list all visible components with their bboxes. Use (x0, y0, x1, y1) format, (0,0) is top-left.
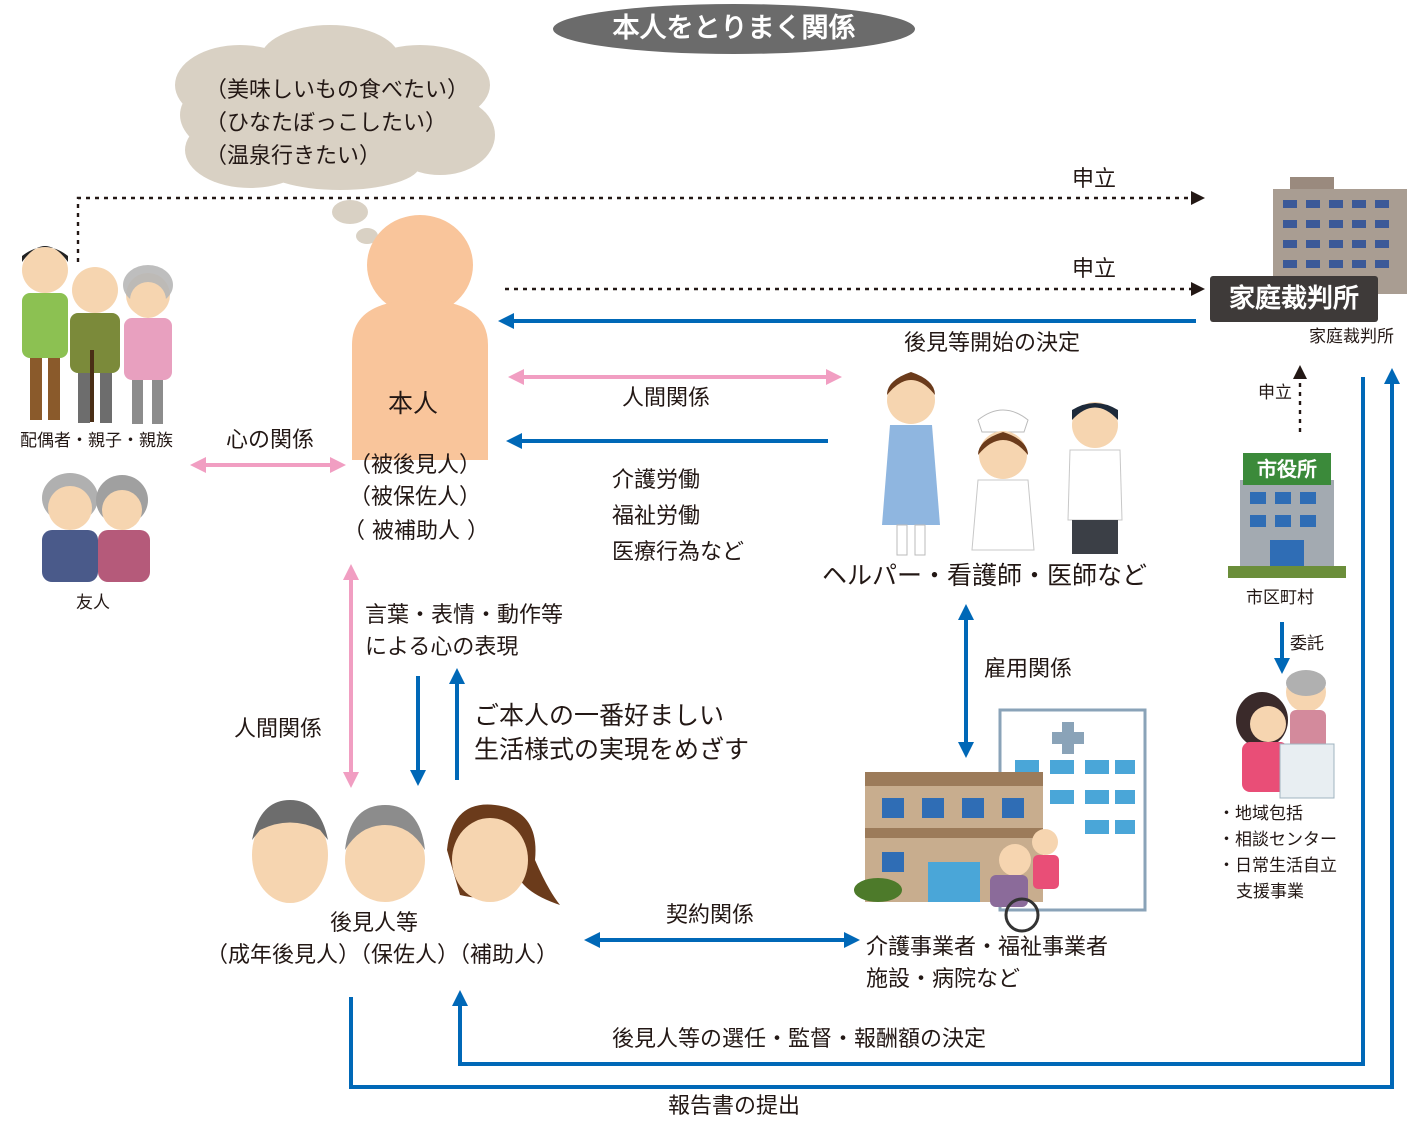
petition-label-city: 申立 (1258, 383, 1292, 403)
care-label-line1: 介護労働 (612, 468, 701, 493)
person-role-assistance: （ 被補助人 ） (343, 519, 489, 544)
guardians-illustration (252, 800, 560, 905)
city-hall-building (1228, 480, 1346, 578)
thought-bubble-text: （美味しいもの食べたい） （ひなたぼっこしたい） （温泉行きたい） (205, 74, 469, 173)
providers-label-line1: 介護事業者・福祉事業者 (866, 935, 1109, 960)
person-label: 本人 (388, 389, 439, 418)
guardians-roles: （成年後見人）（保佐人）（補助人） (206, 943, 559, 968)
center-line2: ・相談センター (1218, 830, 1337, 850)
thought-cloud (175, 25, 495, 244)
employment-label: 雇用関係 (984, 657, 1073, 682)
heart-relation-label: 心の関係 (226, 428, 315, 453)
human-relation-label-left: 人間関係 (234, 717, 323, 742)
goal-label-line2: 生活様式の実現をめざす (474, 735, 750, 764)
petition-label-top: 申立 (1072, 167, 1117, 192)
guardians-label: 後見人等 (330, 911, 419, 936)
consultation-illustration (1236, 670, 1335, 799)
human-relation-label-right: 人間関係 (622, 386, 711, 411)
city-hall-sign: 市役所 (1243, 453, 1331, 485)
thought-line: （ひなたぼっこしたい） (205, 111, 448, 136)
friends-illustration (42, 473, 150, 582)
person-role-curatorship: （被保佐人） (349, 485, 482, 510)
report-arrow (349, 368, 1400, 1089)
center-line4: 支援事業 (1236, 882, 1304, 902)
city-label: 市区町村 (1246, 588, 1314, 608)
providers-label-line2: 施設・病院など (866, 967, 1021, 992)
court-label: 家庭裁判所 (1309, 327, 1394, 347)
family-illustration (22, 246, 173, 424)
care-label-line2: 福祉労働 (612, 504, 701, 529)
helpers-illustration (882, 372, 1123, 556)
page-title: 本人をとりまく関係 (553, 4, 915, 54)
friends-label: 友人 (76, 593, 110, 613)
report-label: 報告書の提出 (668, 1094, 801, 1119)
petition-label-mid: 申立 (1072, 257, 1117, 282)
family-label: 配偶者・親子・親族 (20, 431, 173, 451)
thought-line: （美味しいもの食べたい） (205, 78, 470, 103)
commission-label: 委託 (1290, 634, 1324, 654)
expression-label-line2: による心の表現 (365, 635, 519, 660)
court-sign: 家庭裁判所 (1210, 276, 1378, 322)
care-label-line3: 医療行為など (612, 540, 745, 565)
decision-start-label: 後見等開始の決定 (904, 331, 1081, 356)
appointment-arrow (452, 377, 1365, 1066)
expression-label-line1: 言葉・表情・動作等 (365, 603, 564, 628)
center-line1: ・地域包括 (1218, 804, 1303, 824)
appointment-label: 後見人等の選任・監督・報酬額の決定 (612, 1027, 987, 1052)
center-line3: ・日常生活自立 (1218, 856, 1337, 876)
contract-label: 契約関係 (666, 903, 755, 928)
providers-illustration (854, 708, 1147, 933)
person-silhouette (352, 215, 488, 460)
thought-line: （温泉行きたい） (205, 144, 382, 169)
person-role-ward: （被後見人） (349, 453, 482, 478)
petition-arrow-top (76, 191, 1205, 262)
helpers-label: ヘルパー・看護師・医師など (822, 561, 1148, 590)
goal-label-line1: ご本人の一番好ましい (474, 701, 725, 730)
